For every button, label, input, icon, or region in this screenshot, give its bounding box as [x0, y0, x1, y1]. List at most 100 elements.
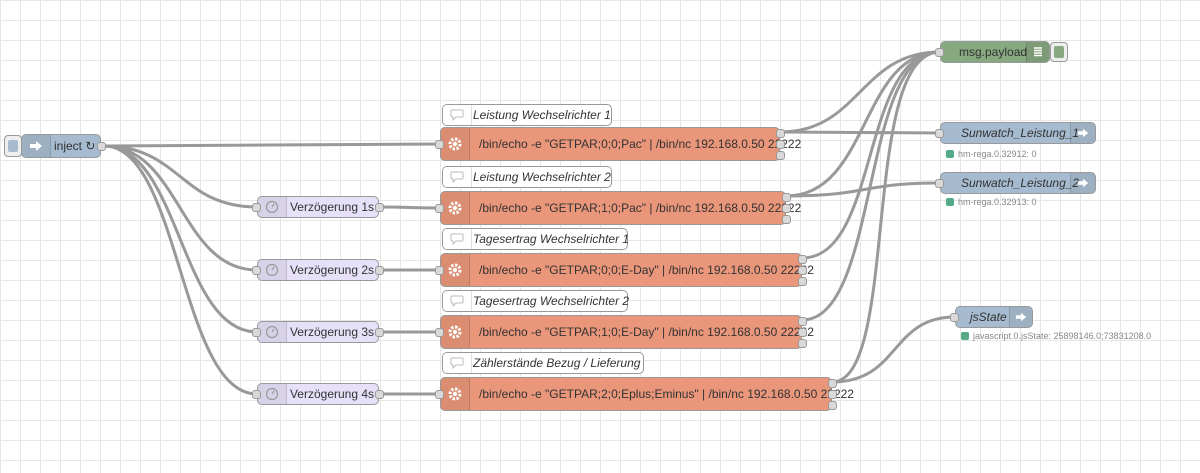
stderr-port[interactable]	[828, 390, 837, 399]
comment-label: Zählerstände Bezug / Lieferung	[473, 356, 641, 370]
input-port[interactable]	[435, 266, 444, 275]
stderr-port[interactable]	[798, 266, 807, 275]
speech-bubble-icon	[443, 353, 472, 373]
input-port[interactable]	[935, 129, 944, 138]
output-port[interactable]	[375, 328, 384, 337]
output-node-jsstate[interactable]: jsState	[950, 306, 1033, 328]
comment-node-1[interactable]: Leistung Wechselrichter 1	[442, 104, 612, 126]
return-port[interactable]	[782, 215, 791, 224]
output-label: Sunwatch_Leistung_1	[961, 126, 1080, 140]
stderr-port[interactable]	[776, 140, 785, 149]
delay-node-2[interactable]: Verzögerung 2s	[252, 259, 384, 281]
inject-trigger-button[interactable]	[4, 135, 22, 157]
delay-node-3[interactable]: Verzögerung 3s	[252, 321, 384, 343]
status-dot-icon	[961, 332, 969, 340]
wire	[831, 50, 941, 384]
return-port[interactable]	[828, 401, 837, 410]
timer-icon	[258, 384, 287, 404]
output-node-sunwatch-1[interactable]: Sunwatch_Leistung_1	[935, 122, 1096, 144]
output-label: jsState	[970, 310, 1007, 324]
return-port[interactable]	[798, 277, 807, 286]
delay-node-4[interactable]: Verzögerung 4s	[252, 383, 384, 405]
timer-icon	[258, 260, 287, 280]
wire	[785, 181, 941, 198]
arrow-right-icon	[1070, 173, 1095, 193]
stdout-port[interactable]	[798, 255, 807, 264]
return-port[interactable]	[776, 151, 785, 160]
exec-command: /bin/echo -e "GETPAR;1;0;E-Day" | /bin/n…	[479, 325, 814, 339]
output-port[interactable]	[375, 203, 384, 212]
exec-node-3[interactable]: /bin/echo -e "GETPAR;0;0;E-Day" | /bin/n…	[435, 253, 814, 287]
comment-label: Leistung Wechselrichter 2	[473, 170, 611, 184]
stdout-port[interactable]	[798, 317, 807, 326]
output-port[interactable]	[375, 266, 384, 275]
stdout-port[interactable]	[776, 129, 785, 138]
input-port[interactable]	[252, 203, 261, 212]
wire	[801, 50, 941, 322]
status-text: hm-rega.0.32912: 0	[958, 149, 1037, 159]
status-indicator: hm-rega.0.32913: 0	[946, 197, 1037, 207]
delay-label: Verzögerung 3s	[289, 325, 375, 339]
input-port[interactable]	[950, 313, 959, 322]
exec-node-1[interactable]: /bin/echo -e "GETPAR;0;0;Pac" | /bin/nc …	[435, 127, 801, 161]
comment-label: Leistung Wechselrichter 1	[473, 108, 611, 122]
exec-node-2[interactable]: /bin/echo -e "GETPAR;1;0;Pac" | /bin/nc …	[435, 191, 801, 225]
wire	[779, 130, 941, 135]
debug-label: msg.payload	[959, 45, 1028, 59]
exec-node-5[interactable]: /bin/echo -e "GETPAR;2;0;Eplus;Eminus" |…	[435, 377, 854, 411]
exec-command: /bin/echo -e "GETPAR;1;0;Pac" | /bin/nc …	[479, 201, 802, 215]
output-port[interactable]	[97, 142, 106, 151]
status-dot-icon	[946, 150, 954, 158]
return-port[interactable]	[798, 339, 807, 348]
status-indicator: javascript.0.jsState: 25898146.0;7383120…	[961, 331, 1151, 341]
status-text: hm-rega.0.32913: 0	[958, 197, 1037, 207]
wire	[801, 50, 941, 260]
status-indicator: hm-rega.0.32912: 0	[946, 149, 1037, 159]
comment-node-4[interactable]: Tagesertrag Wechselrichter 2	[442, 290, 630, 312]
comment-node-3[interactable]: Tagesertrag Wechselrichter 1	[442, 228, 629, 250]
input-port[interactable]	[435, 390, 444, 399]
input-port[interactable]	[252, 390, 261, 399]
timer-icon	[258, 322, 287, 342]
output-label: Sunwatch_Leistung_2	[961, 176, 1080, 190]
inject-node[interactable]: inject ↻	[21, 134, 106, 158]
input-port[interactable]	[435, 140, 444, 149]
status-text: javascript.0.jsState: 25898146.0;7383120…	[973, 331, 1152, 341]
wire	[785, 50, 941, 198]
output-port[interactable]	[375, 390, 384, 399]
comment-node-5[interactable]: Zählerstände Bezug / Lieferung	[442, 352, 644, 374]
exec-node-4[interactable]: /bin/echo -e "GETPAR;1;0;E-Day" | /bin/n…	[435, 315, 814, 349]
input-port[interactable]	[435, 328, 444, 337]
stderr-port[interactable]	[798, 328, 807, 337]
gear-icon	[441, 378, 470, 410]
arrow-right-icon	[1009, 307, 1032, 327]
debug-toggle-button[interactable]	[1050, 42, 1068, 62]
exec-command: /bin/echo -e "GETPAR;2;0;Eplus;Eminus" |…	[479, 387, 854, 401]
speech-bubble-icon	[443, 291, 472, 311]
gear-icon	[441, 192, 470, 224]
wire	[103, 144, 258, 209]
gear-icon	[441, 254, 470, 286]
input-port[interactable]	[252, 328, 261, 337]
input-port[interactable]	[935, 48, 944, 57]
stdout-port[interactable]	[828, 379, 837, 388]
comment-label: Tagesertrag Wechselrichter 2	[473, 294, 630, 308]
wire	[831, 315, 956, 384]
arrow-right-icon	[22, 135, 51, 157]
speech-bubble-icon	[443, 105, 472, 125]
stdout-port[interactable]	[782, 193, 791, 202]
output-node-sunwatch-2[interactable]: Sunwatch_Leistung_2	[935, 172, 1096, 194]
wire	[103, 142, 441, 148]
timer-icon	[258, 197, 287, 217]
input-port[interactable]	[435, 204, 444, 213]
gear-icon	[441, 128, 470, 160]
input-port[interactable]	[935, 179, 944, 188]
delay-node-1[interactable]: Verzögerung 1s	[252, 196, 384, 218]
debug-node[interactable]: msg.payload	[935, 41, 1050, 63]
comment-node-2[interactable]: Leistung Wechselrichter 2	[442, 166, 612, 188]
input-port[interactable]	[252, 266, 261, 275]
wire	[103, 144, 258, 396]
arrow-right-icon	[1070, 123, 1095, 143]
stderr-port[interactable]	[782, 204, 791, 213]
